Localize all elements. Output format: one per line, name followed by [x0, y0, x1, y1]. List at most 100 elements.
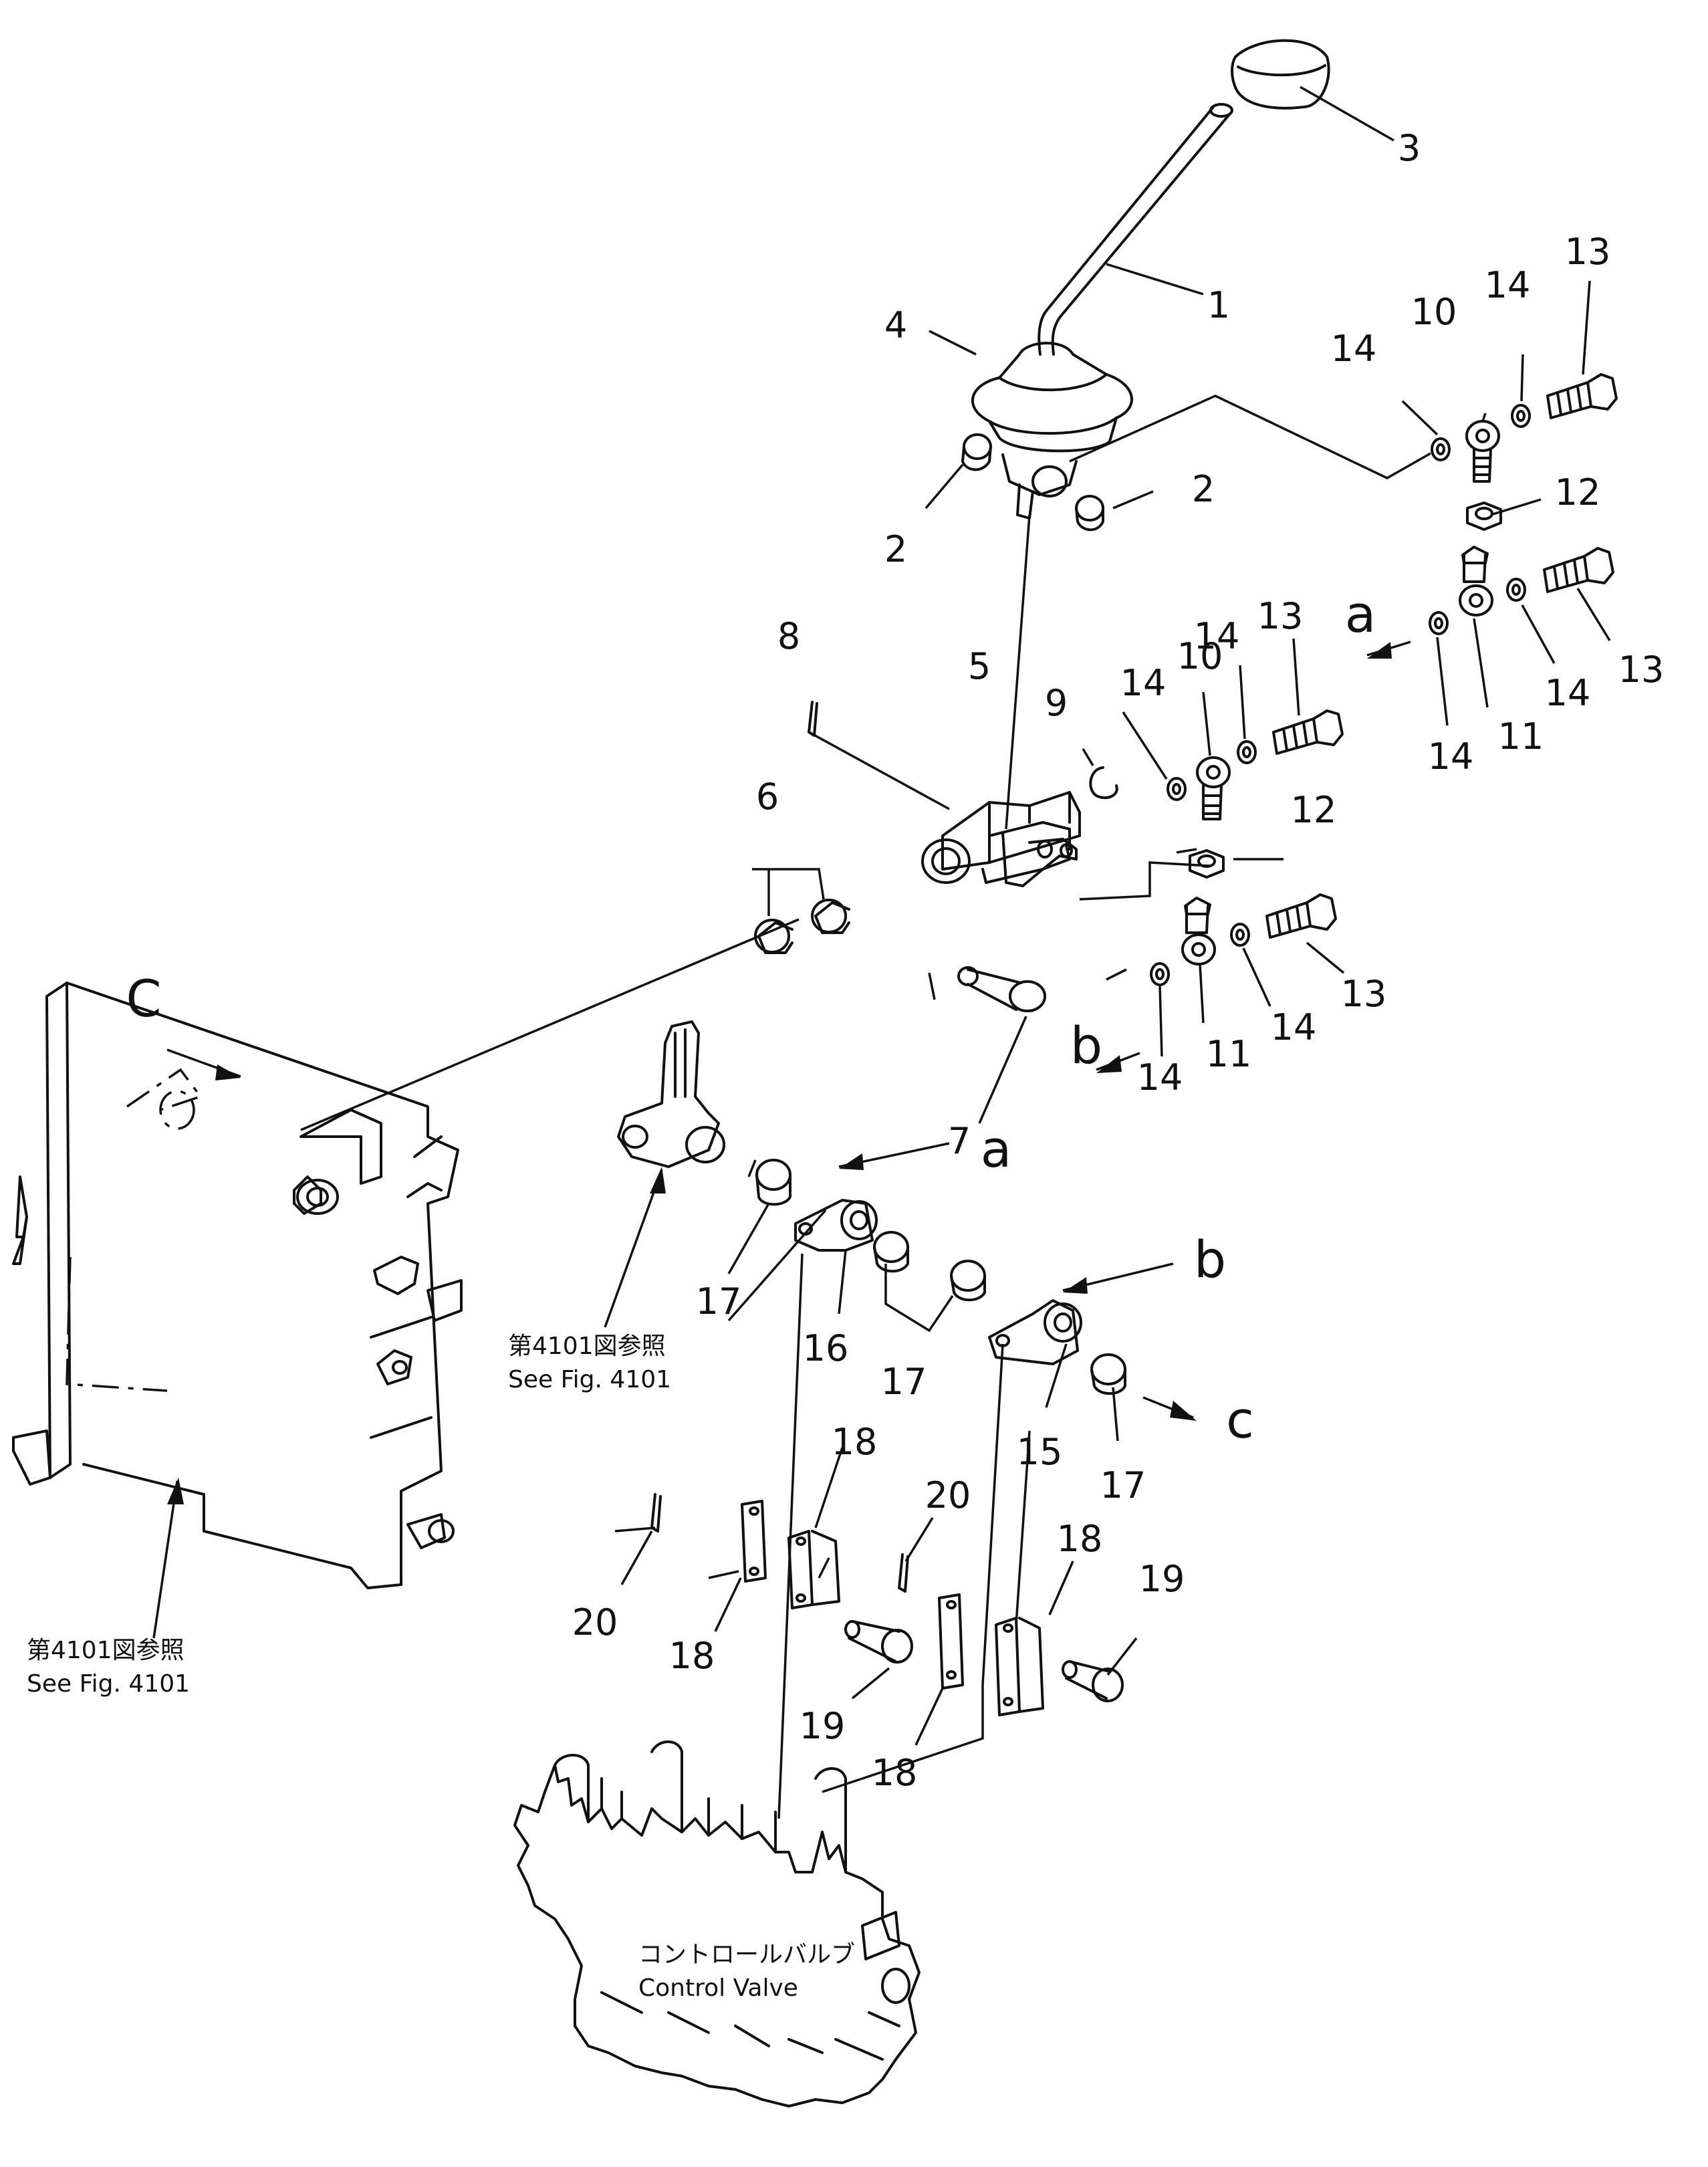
callout-19-right: 19	[1139, 1558, 1185, 1600]
callout-18-top-a: 18	[832, 1421, 878, 1463]
callout-13-right: 13	[1618, 649, 1665, 691]
callout-15: 15	[1017, 1431, 1063, 1473]
washer-14-top-b	[1511, 404, 1531, 428]
callout-17-a: 17	[696, 1280, 742, 1323]
lever-rod	[1038, 103, 1233, 356]
washer-14-c	[1167, 777, 1187, 801]
valve-label-en: Control Valve	[638, 1974, 798, 2002]
callout-2-left: 2	[884, 528, 907, 570]
callout-11-mid: 11	[1206, 1033, 1252, 1075]
lever-boot	[971, 342, 1133, 453]
callout-17-b: 17	[881, 1361, 927, 1403]
callout-14-mid-d: 14	[1137, 1056, 1183, 1099]
cotter-pin-8	[808, 701, 818, 737]
washer-14-e	[1150, 962, 1170, 986]
control-valve	[513, 1740, 921, 2107]
dashed-outline-box	[66, 1256, 168, 1392]
dashed-mount	[126, 1068, 203, 1111]
callout-11-top: 11	[1498, 715, 1544, 758]
callout-20-left: 20	[572, 1601, 618, 1643]
letter-b-mid: b	[1070, 1016, 1102, 1075]
callout-14-right-b: 14	[1428, 735, 1474, 778]
ref-note-en-left: See Fig. 4101	[27, 1670, 190, 1698]
leader-lines	[152, 86, 1611, 1819]
callout-numbers: 3 1 4 2 2 14 10 14 13 12 13 14 11 14 a 8…	[126, 127, 1664, 1794]
callout-7: 7	[948, 1120, 971, 1162]
callout-6: 6	[756, 776, 779, 818]
dashed-circle	[159, 1090, 195, 1130]
bushing-17-c	[950, 1260, 986, 1302]
callout-5: 5	[968, 645, 991, 687]
callout-20-top: 20	[925, 1474, 971, 1516]
bushing-17-b	[873, 1231, 909, 1273]
rod-end-10-mid	[1196, 756, 1231, 820]
snap-ring-9	[1089, 766, 1118, 800]
callout-13-mid: 13	[1257, 595, 1304, 637]
bushing-2-right	[1075, 495, 1104, 532]
bolt-13-mid	[1272, 709, 1344, 755]
bushing-17-a	[755, 1159, 791, 1206]
callout-14-top-a: 14	[1331, 328, 1377, 370]
callout-3: 3	[1398, 127, 1421, 169]
callout-8: 8	[777, 615, 800, 657]
bracket-5	[921, 791, 1081, 884]
callout-1: 1	[1207, 284, 1230, 326]
washer-14-d	[1237, 740, 1257, 764]
bushing-17-d	[1090, 1353, 1126, 1395]
clevis-18-b	[938, 1593, 1044, 1716]
callout-18-bottom: 18	[872, 1752, 918, 1794]
callout-17-c: 17	[1100, 1464, 1146, 1506]
callout-9: 9	[1045, 682, 1068, 724]
letter-C-left: C	[126, 969, 161, 1028]
bolt-13-lower	[1265, 893, 1337, 939]
callout-14-mid-a: 14	[1120, 662, 1167, 704]
callout-12-top: 12	[1555, 471, 1601, 514]
bushing-2-left	[961, 433, 992, 471]
bushing-6-left	[754, 919, 794, 954]
letter-b-lower: b	[1194, 1230, 1226, 1289]
callout-14-right: 14	[1545, 672, 1591, 714]
rod-end-11-mid	[1181, 897, 1216, 965]
callout-14-top-b: 14	[1485, 264, 1531, 306]
washer-14-top-a	[1431, 437, 1451, 461]
center-lever	[617, 1020, 725, 1168]
pin-7	[957, 966, 1046, 1012]
callout-19-left: 19	[800, 1705, 846, 1747]
callout-14-mid-c: 14	[1271, 1006, 1317, 1048]
callout-10-top: 10	[1411, 291, 1457, 333]
callout-16: 16	[803, 1327, 849, 1369]
callout-10-mid: 10	[1177, 635, 1223, 677]
washer-14-f	[1230, 923, 1250, 947]
bushing-6-right	[811, 899, 850, 934]
cotter-pin-20-a	[650, 1493, 662, 1532]
lever-knob	[1231, 39, 1330, 110]
letter-c-lower: c	[1226, 1390, 1254, 1450]
rod-end-10-top	[1465, 420, 1500, 483]
control-box	[12, 982, 463, 1589]
lever-16	[794, 1199, 878, 1252]
letter-a-top: a	[1345, 584, 1376, 644]
reference-notes: 第4101図参照 See Fig. 4101 第4101図参照 See Fig.…	[27, 1333, 855, 2002]
pin-19-b	[1062, 1660, 1124, 1702]
rod-end-11-top	[1459, 546, 1493, 616]
cotter-pin-20-b	[898, 1553, 909, 1593]
washer-14-mid-b	[1506, 578, 1526, 602]
callout-14-mid-b: 14	[1194, 615, 1240, 657]
lever-base	[1001, 453, 1078, 520]
callout-4: 4	[884, 304, 907, 346]
arrowheads	[167, 642, 1392, 1504]
ref-note-jp-center: 第4101図参照	[508, 1333, 666, 1360]
callout-12-mid: 12	[1291, 789, 1337, 831]
callout-13-top: 13	[1565, 231, 1611, 273]
washer-14-mid-a	[1429, 611, 1449, 635]
lever-arm-5	[1001, 831, 1078, 887]
valve-label-jp: コントロールバルブ	[638, 1941, 855, 1968]
nut-12-top	[1466, 501, 1502, 531]
callout-18-left: 18	[669, 1635, 715, 1677]
pin-19-a	[844, 1620, 913, 1664]
ref-note-jp-left: 第4101図参照	[27, 1637, 185, 1664]
letter-a-lower: a	[981, 1119, 1012, 1179]
callout-2-right: 2	[1192, 468, 1215, 510]
callout-18-top-b: 18	[1057, 1518, 1103, 1560]
